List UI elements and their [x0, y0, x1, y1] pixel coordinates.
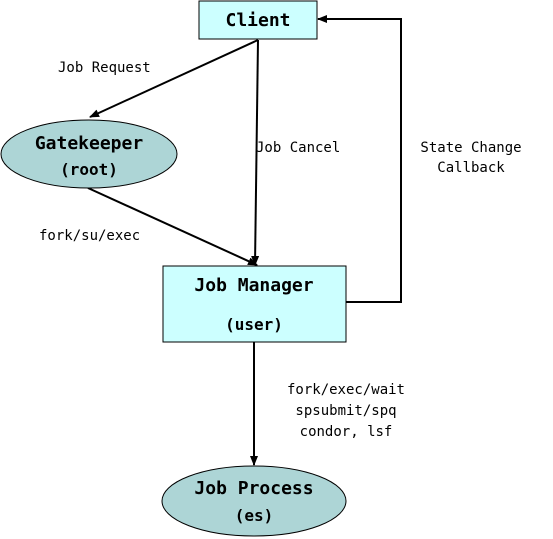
job-cancel-arrow	[251, 39, 260, 266]
gatekeeper-ellipse	[0, 119, 178, 189]
gatekeeper-label: Gatekeeper	[35, 133, 144, 154]
state-change-callback-arrow	[317, 15, 402, 303]
spsubmit-spq-label: spsubmit/spq	[295, 403, 396, 419]
client-node: Client	[198, 0, 318, 40]
job-manager-label: Job Manager	[194, 275, 313, 296]
job-manager-box	[162, 265, 347, 343]
client-label: Client	[225, 10, 290, 31]
gatekeeper-sublabel: (root)	[60, 160, 118, 179]
callback-label: Callback	[437, 160, 505, 176]
fork-exec-wait-label: fork/exec/wait	[287, 382, 405, 398]
fork-su-exec-label: fork/su/exec	[39, 228, 140, 244]
job-cancel-label: Job Cancel	[256, 140, 340, 156]
job-request-arrow	[89, 39, 259, 118]
job-process-sublabel: (es)	[235, 506, 274, 525]
job-process-node: Job Process (es)	[161, 465, 347, 537]
state-change-label: State Change	[420, 140, 521, 156]
client-box	[198, 0, 318, 40]
job-process-ellipse	[161, 465, 347, 537]
gatekeeper-node: Gatekeeper (root)	[0, 119, 178, 189]
job-manager-node: Job Manager (user)	[162, 265, 347, 343]
fork-su-exec-arrow	[87, 187, 258, 266]
job-request-label: Job Request	[58, 60, 151, 76]
job-manager-sublabel: (user)	[225, 315, 283, 334]
condor-lsf-label: condor, lsf	[300, 424, 393, 440]
job-process-label: Job Process	[194, 478, 313, 499]
